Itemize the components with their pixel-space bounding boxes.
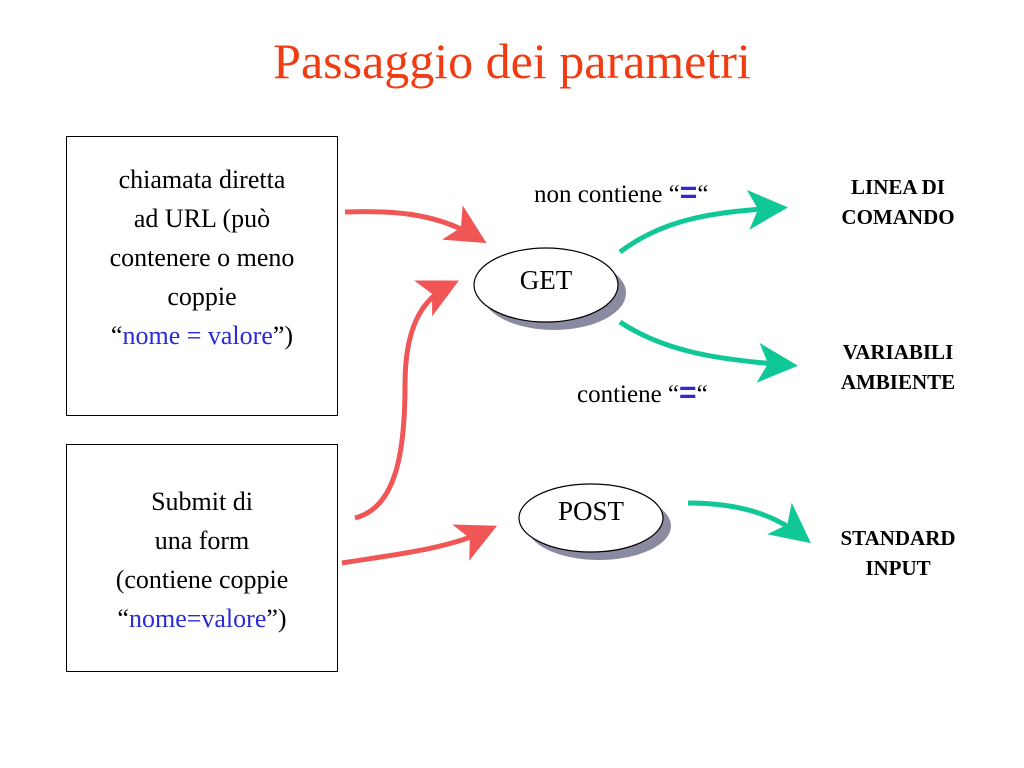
quote-open: “ [110, 321, 123, 350]
arrow-get-to-env [618, 319, 798, 383]
quote-open: “ [117, 604, 129, 633]
target-command-line-2: COMANDO [841, 205, 955, 229]
condition-no-equals-prefix: non contiene “ [534, 181, 680, 208]
quote-close: ”) [266, 604, 287, 633]
slide-title: Passaggio dei parametri [273, 33, 751, 89]
condition-equals-prefix: contiene “ [577, 381, 680, 408]
form-line-2: una form [154, 526, 250, 555]
get-label: GET [519, 265, 573, 295]
direct-url-line-3: contenere o meno [109, 243, 295, 272]
direct-url-line-2: ad URL (può [133, 204, 271, 233]
form-line-3: (contiene coppie [115, 565, 289, 594]
get-ellipse [473, 247, 619, 323]
target-environment-variables: VARIABILI AMBIENTE [800, 337, 996, 397]
form-line-4: “nome=valore”) [67, 599, 337, 638]
target-standard-input-2: INPUT [865, 556, 931, 580]
form-line-1: Submit di [151, 487, 253, 516]
direct-url-line-4: coppie [167, 282, 237, 311]
equals-symbol: = [679, 176, 698, 209]
equals-symbol: = [679, 376, 697, 409]
direct-url-line-1: chiamata diretta [118, 165, 286, 194]
condition-no-equals: non contiene “=“ [534, 176, 708, 210]
quote-close: ”) [272, 321, 294, 350]
target-command-line: LINEA DI COMANDO [800, 172, 996, 232]
form-submit-box: Submit di una form (contiene coppie “nom… [66, 444, 338, 672]
target-standard-input-1: STANDARD [840, 526, 956, 550]
target-standard-input: STANDARD INPUT [800, 523, 996, 583]
post-label: POST [557, 496, 625, 526]
target-environment-2: AMBIENTE [840, 370, 956, 394]
direct-url-line-5: “nome = valore”) [67, 316, 337, 355]
arrow-form-to-post [341, 524, 498, 566]
target-command-line-1: LINEA DI [851, 175, 945, 199]
direct-url-box: chiamata diretta ad URL (può contenere o… [66, 136, 338, 416]
name-value-pair: nome = valore [122, 321, 273, 350]
condition-equals: contiene “=“ [577, 376, 708, 410]
post-ellipse [518, 483, 664, 553]
condition-no-equals-suffix: “ [697, 181, 709, 208]
arrow-get-to-cmdline [618, 189, 788, 254]
target-environment-1: VARIABILI [842, 340, 954, 364]
arrow-url-to-get [344, 205, 487, 244]
arrow-form-to-get [354, 280, 459, 521]
arrow-post-to-stdin [687, 500, 811, 544]
name-value-pair: nome=valore [128, 604, 267, 633]
condition-equals-suffix: “ [696, 381, 708, 408]
